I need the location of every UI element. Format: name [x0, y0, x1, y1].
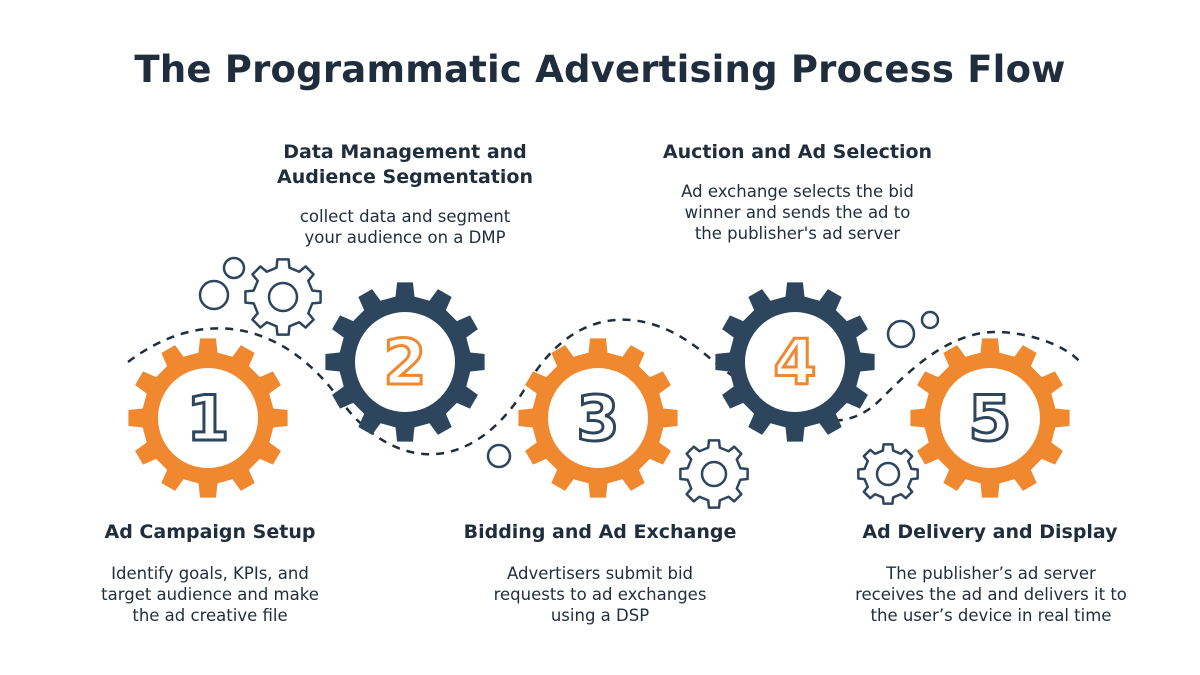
step-2-description: collect data and segment your audience o… [299, 207, 511, 247]
step-1-title: Ad Campaign Setup [104, 521, 316, 543]
small-gear-icon [857, 443, 919, 505]
gear-center-circle [745, 312, 845, 412]
decorative-circle [486, 443, 512, 469]
small-gear-icon [244, 258, 322, 336]
step-5-title: Ad Delivery and Display [862, 521, 1118, 543]
step-4-number: 4 [773, 326, 816, 399]
gear-step-4: 4 [715, 282, 875, 442]
decorative-circle [222, 256, 246, 280]
decorative-circle [886, 319, 916, 349]
gear-step-2: 2 [325, 282, 485, 442]
gear-center-circle [548, 368, 648, 468]
decorative-circle [920, 310, 940, 330]
step-4-title: Auction and Ad Selection [662, 141, 933, 163]
step-5-description: The publisher’s ad server receives the a… [855, 564, 1127, 625]
step-2-title: Data Management and Audience Segmentatio… [277, 141, 533, 188]
dashed-wave-path [127, 318, 1081, 456]
step-3-title: Bidding and Ad Exchange [463, 521, 737, 543]
step-4-description: Ad exchange selects the bid winner and s… [681, 182, 914, 243]
step-2-number: 2 [383, 326, 426, 399]
step-1-description: Identify goals, KPIs, and target audienc… [101, 564, 319, 625]
gear-center-circle [158, 368, 258, 468]
page-title: The Programmatic Advertising Process Flo… [134, 48, 1066, 91]
small-gear-icon [679, 439, 749, 509]
step-3-description: Advertisers submit bid requests to ad ex… [493, 564, 707, 625]
step-1-number: 1 [186, 382, 229, 455]
gear-center-circle [355, 312, 455, 412]
step-3-number: 3 [576, 382, 619, 455]
gear-center-circle [940, 368, 1040, 468]
gear-step-3: 3 [518, 338, 678, 498]
decorative-circle [198, 279, 230, 311]
step-5-number: 5 [968, 382, 1011, 455]
gear-step-5: 5 [910, 338, 1070, 498]
gear-step-1: 1 [128, 338, 288, 498]
